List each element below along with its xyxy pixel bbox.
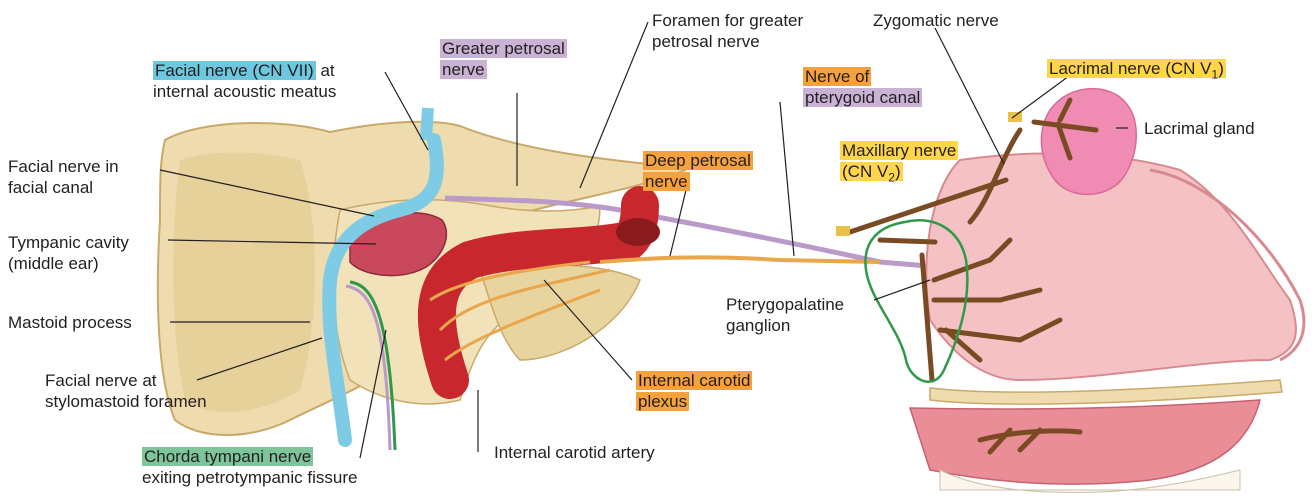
label-facial-canal-line2: facial canal (8, 178, 93, 197)
label-stylomastoid-line2: stylomastoid foramen (45, 392, 207, 411)
label-ica-text: Internal carotid artery (494, 443, 655, 462)
label-lacrimal-nerve-hl: Lacrimal nerve (CN V1) (1047, 59, 1226, 78)
label-greater-petrosal-line2: nerve (440, 60, 487, 79)
nerve-stub-v1 (1008, 112, 1022, 122)
label-stylomastoid: Facial nerve at stylomastoid foramen (45, 370, 207, 412)
lacrimal-gland-shape (1041, 89, 1136, 195)
label-nerve-pterygoid-canal: Nerve of pterygoid canal (803, 66, 922, 108)
label-lacrimal-nerve: Lacrimal nerve (CN V1) (1047, 58, 1226, 79)
label-tympanic-line2: (middle ear) (8, 254, 99, 273)
label-internal-acoustic-meatus: internal acoustic meatus (153, 82, 336, 101)
label-facial-nerve-canal: Facial nerve in facial canal (8, 156, 119, 198)
label-maxillary-close: ) (895, 162, 901, 181)
label-icp-line1: Internal carotid (636, 371, 752, 390)
label-greater-petrosal-nerve: Greater petrosal nerve (440, 38, 567, 80)
label-lacrimal-nerve-close: ) (1218, 59, 1224, 78)
deep-petrosal-nerve (600, 257, 880, 262)
label-deep-petrosal-line1: Deep petrosal (643, 151, 753, 170)
label-maxillary-nerve: Maxillary nerve (CN V2) (840, 140, 958, 182)
label-foramen-line2: petrosal nerve (652, 32, 760, 51)
label-tympanic-cavity: Tympanic cavity (middle ear) (8, 232, 129, 274)
oral-cavity (910, 400, 1260, 484)
label-maxillary-line2: (CN V (842, 162, 888, 181)
label-deep-petrosal-line2: nerve (643, 172, 690, 191)
label-zygomatic-nerve: Zygomatic nerve (873, 10, 999, 31)
label-chorda-line2: exiting petrotympanic fissure (142, 468, 357, 487)
label-pterygopalatine-ganglion: Pterygopalatine ganglion (726, 294, 844, 336)
label-icp-line2: plexus (636, 392, 689, 411)
label-tympanic-line1: Tympanic cavity (8, 233, 129, 252)
label-facial-canal-line1: Facial nerve in (8, 157, 119, 176)
label-nerve-of: Nerve of (803, 67, 871, 86)
label-pterygopalatine-line2: ganglion (726, 316, 790, 335)
label-zygomatic-text: Zygomatic nerve (873, 11, 999, 30)
label-pterygopalatine-line1: Pterygopalatine (726, 295, 844, 314)
label-mastoid-text: Mastoid process (8, 313, 132, 332)
label-mastoid-process: Mastoid process (8, 312, 132, 333)
palate (930, 380, 1282, 404)
label-chorda-tympani: Chorda tympani nerve exiting petrotympan… (142, 446, 357, 488)
label-maxillary-line1: Maxillary nerve (840, 141, 958, 160)
label-lacrimal-nerve-text: Lacrimal nerve (CN V (1049, 59, 1212, 78)
label-facial-nerve-cn7: Facial nerve (CN VII) (153, 61, 316, 80)
carotid-opening (616, 218, 660, 246)
label-lacrimal-gland: Lacrimal gland (1144, 118, 1255, 139)
label-maxillary-line2-hl: (CN V2) (840, 162, 903, 181)
label-pterygoid-canal: pterygoid canal (803, 88, 922, 107)
label-foramen-line1: Foramen for greater (652, 11, 803, 30)
label-foramen-greater-petrosal: Foramen for greater petrosal nerve (652, 10, 803, 52)
label-deep-petrosal-nerve: Deep petrosal nerve (643, 150, 753, 192)
label-internal-carotid-artery: Internal carotid artery (494, 442, 655, 463)
label-lacrimal-gland-text: Lacrimal gland (1144, 119, 1255, 138)
label-at: at (320, 61, 334, 80)
label-chorda-hl: Chorda tympani nerve (142, 447, 313, 466)
label-maxillary-sub: 2 (888, 170, 895, 184)
label-stylomastoid-line1: Facial nerve at (45, 371, 157, 390)
lower-bone-cortex (480, 265, 640, 360)
facial-nerve-branch (426, 108, 428, 140)
label-internal-carotid-plexus: Internal carotid plexus (636, 370, 752, 412)
label-greater-petrosal-line1: Greater petrosal (440, 39, 567, 58)
label-facial-nerve-meatus: Facial nerve (CN VII) at internal acoust… (153, 60, 336, 102)
nerve-stub-v2 (836, 226, 850, 236)
